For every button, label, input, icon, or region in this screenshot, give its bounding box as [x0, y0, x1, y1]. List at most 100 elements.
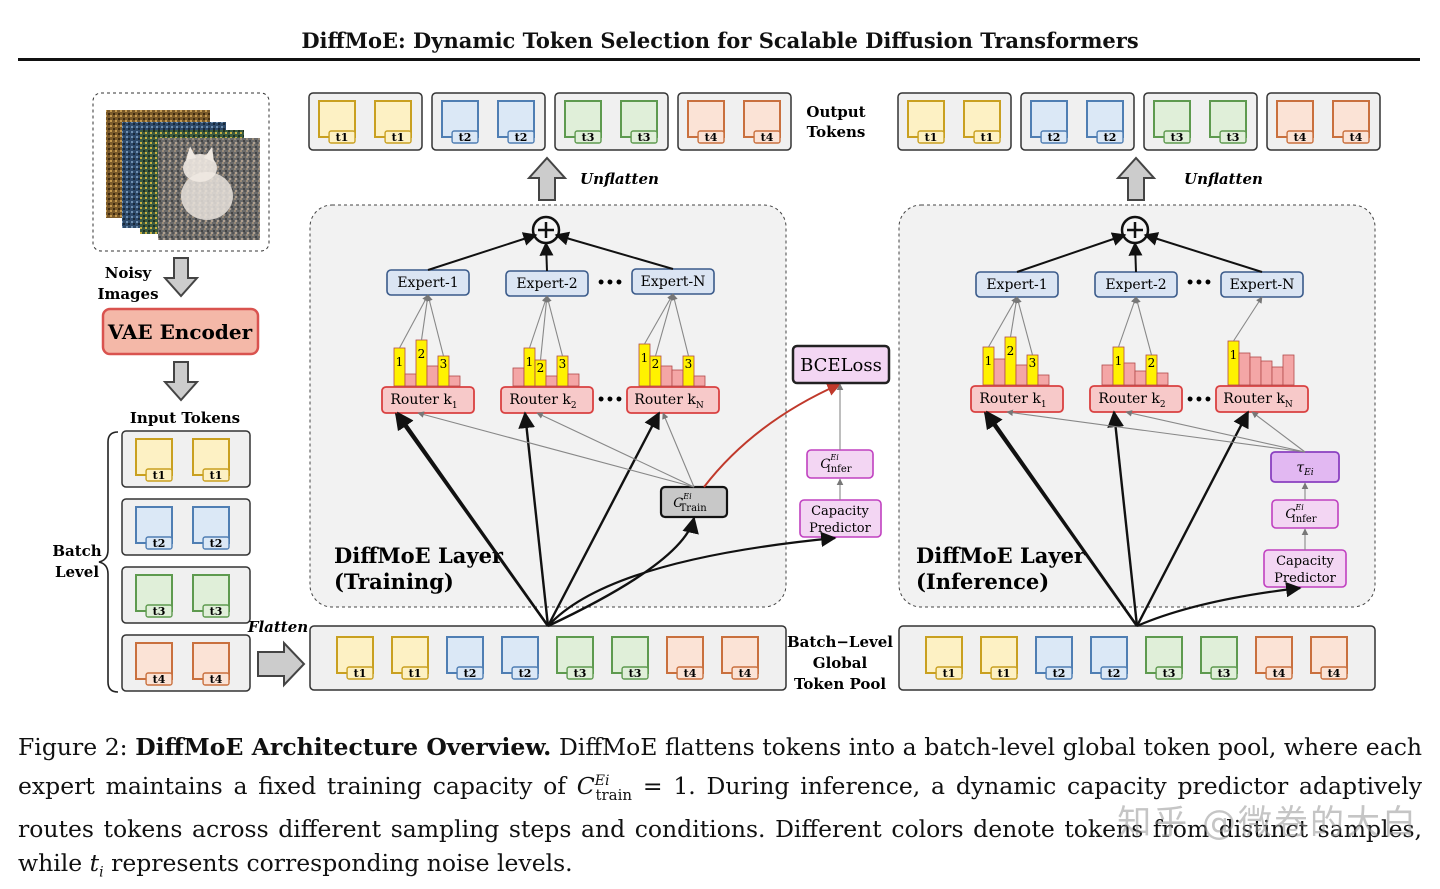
- token-label: t2: [519, 667, 532, 680]
- up-arrow-icon: [1115, 156, 1157, 201]
- token-t1: t1: [336, 636, 374, 680]
- token-t3: t3: [556, 636, 594, 680]
- svg-text:2: 2: [537, 361, 545, 375]
- token-t4: t4: [1310, 636, 1348, 680]
- token-label: t4: [705, 131, 718, 144]
- caption-bold: DiffMoE Architecture Overview.: [135, 733, 552, 761]
- token-label: t2: [1108, 667, 1121, 680]
- token-label: t2: [459, 131, 472, 144]
- token-t3: t3: [1200, 636, 1238, 680]
- token-label: t3: [629, 667, 642, 680]
- svg-text:3: 3: [559, 357, 567, 371]
- token-label: t4: [210, 673, 223, 686]
- expert-label: Expert-1: [986, 277, 1047, 293]
- router-box: [500, 386, 594, 414]
- svg-text:2: 2: [1148, 356, 1156, 370]
- svg-text:1: 1: [1230, 348, 1238, 362]
- token-label: t1: [998, 667, 1011, 680]
- vae-encoder-label: VAE Encoder: [107, 320, 253, 344]
- token-t3: t3: [611, 636, 649, 680]
- batch-brace: [98, 431, 119, 693]
- token-t4: t4: [743, 100, 781, 144]
- router-label: Router k2: [509, 392, 576, 411]
- vae-encoder-box: [101, 307, 260, 356]
- token-label: t1: [943, 667, 956, 680]
- output-tokens-label-1: Output: [806, 103, 865, 121]
- token-t3: t3: [1209, 100, 1247, 144]
- ellipsis: •••: [1186, 392, 1213, 408]
- token-t1: t1: [963, 100, 1001, 144]
- caption-text-2: = 1. During inference, a dynamic capacit…: [18, 771, 1423, 877]
- right-arrow-icon: [257, 640, 306, 688]
- pool-label-2: Global: [813, 654, 868, 672]
- token-t4: t4: [1255, 636, 1293, 680]
- training-layer-label-1: DiffMoE Layer: [334, 543, 504, 568]
- token-label: t3: [1163, 667, 1176, 680]
- caption-prefix: Figure 2:: [18, 733, 136, 761]
- down-arrow-icon: [162, 361, 200, 402]
- flatten-label: Flatten: [247, 618, 308, 636]
- noisy-images: [106, 110, 260, 240]
- capacity-predictor-label: Predictor: [1274, 571, 1336, 586]
- token-label: t3: [582, 131, 595, 144]
- token-label: t4: [1328, 667, 1341, 680]
- svg-text:3: 3: [440, 357, 448, 371]
- token-t4: t4: [687, 100, 725, 144]
- router-label: Router k1: [979, 391, 1046, 410]
- batch-level-label-1: Batch: [52, 542, 101, 560]
- token-label: t2: [1104, 131, 1117, 144]
- token-t2: t2: [446, 636, 484, 680]
- token-t2: t2: [1035, 636, 1073, 680]
- up-arrow-icon: [526, 156, 568, 201]
- title-rule: [18, 58, 1420, 61]
- svg-text:3: 3: [685, 357, 693, 371]
- router-box: [970, 385, 1064, 413]
- token-label: t1: [392, 131, 405, 144]
- svg-text:1: 1: [1115, 354, 1123, 368]
- svg-text:1: 1: [641, 351, 649, 365]
- token-label: t1: [210, 469, 223, 482]
- token-label: t3: [1171, 131, 1184, 144]
- unflatten-label: Unflatten: [1184, 170, 1263, 188]
- input-tokens-label: Input Tokens: [130, 409, 240, 427]
- watermark: 知乎 @微卷的大白: [1117, 803, 1418, 843]
- router-box: [1089, 385, 1183, 413]
- router-box: [381, 386, 475, 414]
- router-label: Router kN: [1223, 391, 1293, 410]
- unflatten-label: Unflatten: [580, 170, 659, 188]
- pool-label-3: Token Pool: [794, 675, 886, 693]
- token-label: t4: [684, 667, 697, 680]
- routing-bars: 123: [393, 339, 461, 387]
- expert-label: Expert-N: [641, 274, 706, 290]
- architecture-diagram: Noisy Images VAE Encoder Input Tokens Ba…: [52, 92, 1381, 693]
- capacity-predictor-label: Capacity: [1276, 554, 1334, 569]
- token-label: t2: [210, 537, 223, 550]
- token-label: t2: [1048, 131, 1061, 144]
- token-t4: t4: [192, 642, 230, 686]
- token-t2: t2: [1030, 100, 1068, 144]
- token-label: t3: [210, 605, 223, 618]
- bce-loss-box: [791, 344, 891, 385]
- token-t1: t1: [192, 438, 230, 482]
- token-t1: t1: [980, 636, 1018, 680]
- caption-math-2: ti: [89, 848, 104, 881]
- svg-text:2: 2: [418, 347, 426, 361]
- token-t2: t2: [1090, 636, 1128, 680]
- token-t3: t3: [620, 100, 658, 144]
- token-t4: t4: [721, 636, 759, 680]
- token-label: t1: [336, 131, 349, 144]
- figure-title: DiffMoE: Dynamic Token Selection for Sca…: [301, 28, 1139, 53]
- svg-text:2: 2: [1007, 344, 1015, 358]
- token-label: t2: [515, 131, 528, 144]
- expert-label: Expert-2: [1105, 277, 1166, 293]
- svg-text:1: 1: [396, 355, 404, 369]
- token-label: t4: [1273, 667, 1286, 680]
- token-label: t2: [153, 537, 166, 550]
- token-t3: t3: [564, 100, 602, 144]
- svg-text:2: 2: [652, 357, 660, 371]
- token-t1: t1: [318, 100, 356, 144]
- token-label: t1: [409, 667, 422, 680]
- token-label: t3: [638, 131, 651, 144]
